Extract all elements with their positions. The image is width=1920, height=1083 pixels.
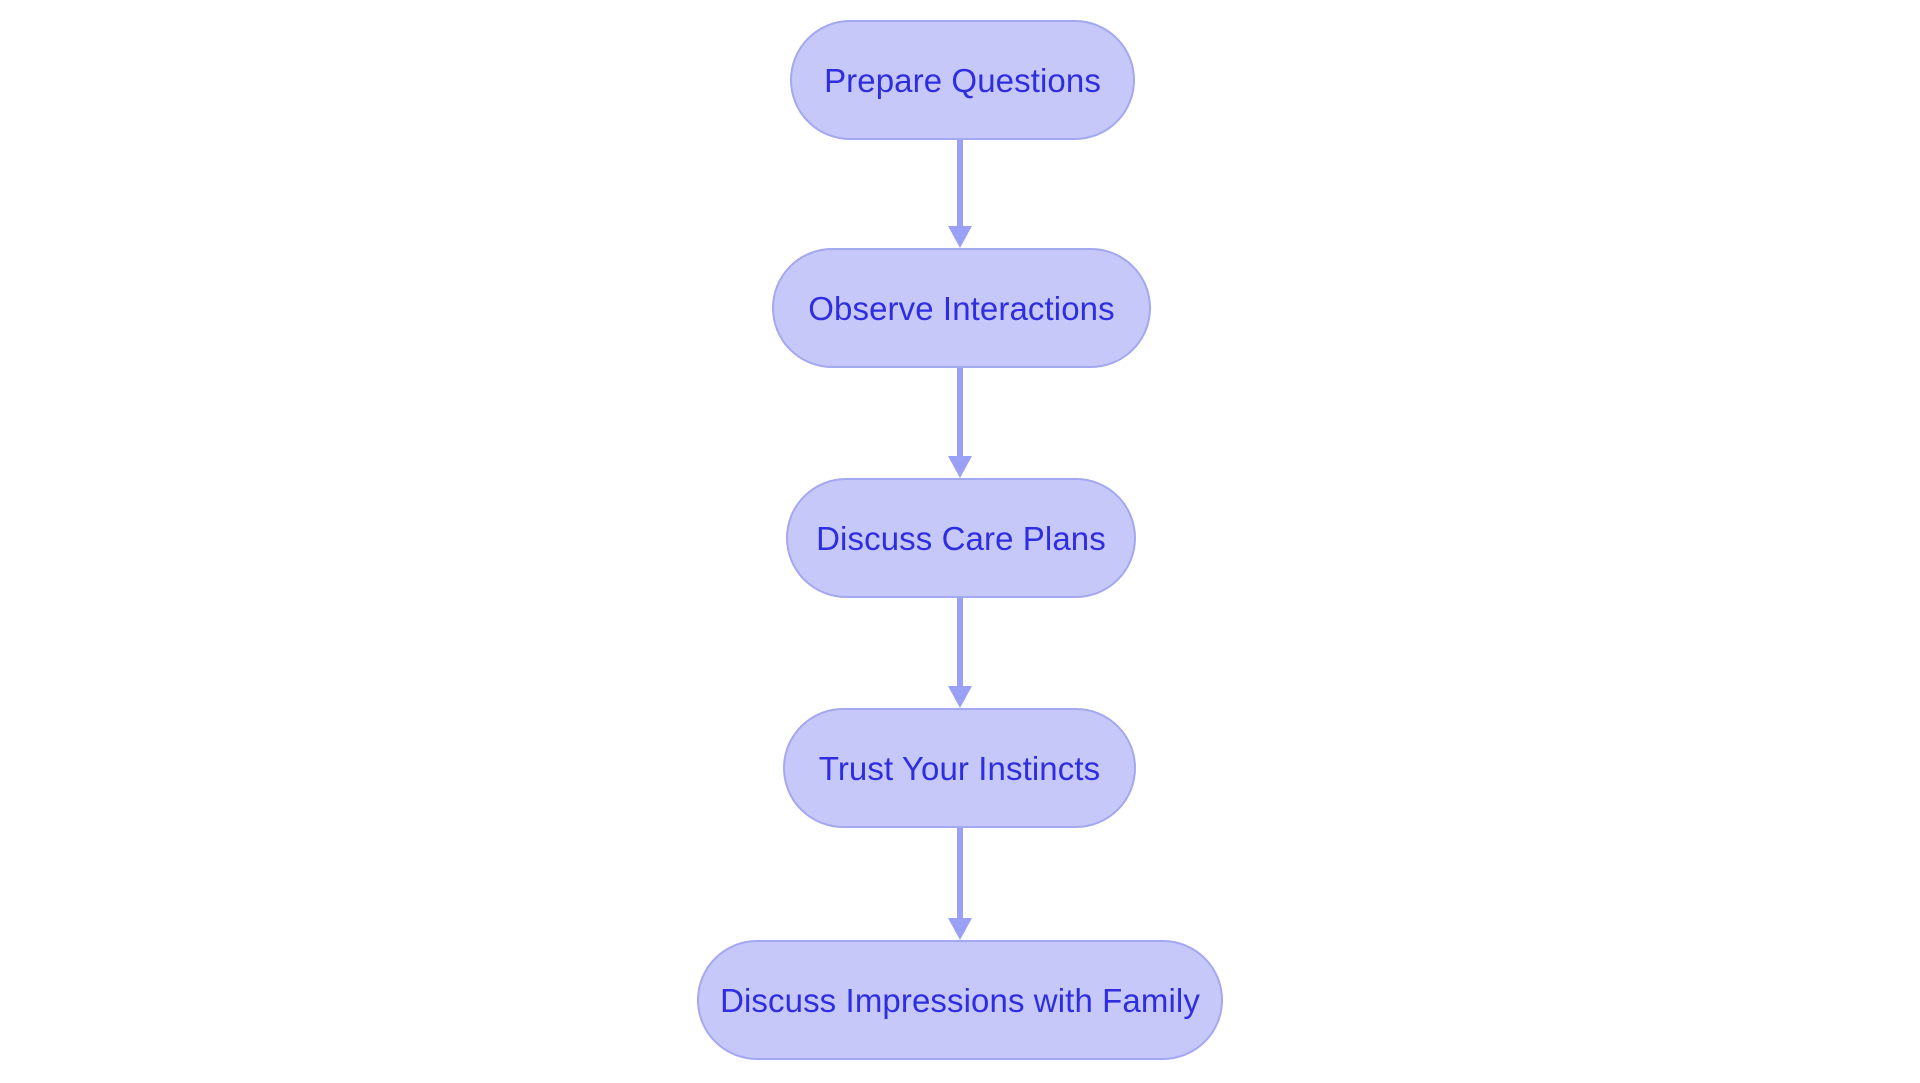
- connector-stem: [957, 828, 963, 918]
- arrowhead-down-icon: [948, 686, 972, 708]
- arrowhead-down-icon: [948, 226, 972, 248]
- flowchart-node-discuss-impressions-with-family[interactable]: Discuss Impressions with Family: [697, 940, 1223, 1060]
- arrowhead-down-icon: [948, 456, 972, 478]
- node-label: Trust Your Instincts: [818, 749, 1101, 787]
- node-label: Observe Interactions: [808, 289, 1115, 327]
- connector-stem: [957, 598, 963, 686]
- connector-stem: [957, 140, 963, 226]
- flowchart-connector-arrow: [948, 140, 972, 248]
- node-label: Discuss Care Plans: [816, 519, 1106, 557]
- flowchart-node-prepare-questions[interactable]: Prepare Questions: [790, 20, 1135, 140]
- flowchart-node-observe-interactions[interactable]: Observe Interactions: [772, 248, 1151, 368]
- flowchart-connector-arrow: [948, 598, 972, 708]
- node-label: Prepare Questions: [824, 61, 1101, 99]
- node-label: Discuss Impressions with Family: [720, 981, 1200, 1019]
- flowchart-connector-arrow: [948, 828, 972, 940]
- arrowhead-down-icon: [948, 918, 972, 940]
- flowchart-node-trust-your-instincts[interactable]: Trust Your Instincts: [783, 708, 1136, 828]
- flowchart-connector-arrow: [948, 368, 972, 478]
- connector-stem: [957, 368, 963, 456]
- flowchart-node-discuss-care-plans[interactable]: Discuss Care Plans: [786, 478, 1136, 598]
